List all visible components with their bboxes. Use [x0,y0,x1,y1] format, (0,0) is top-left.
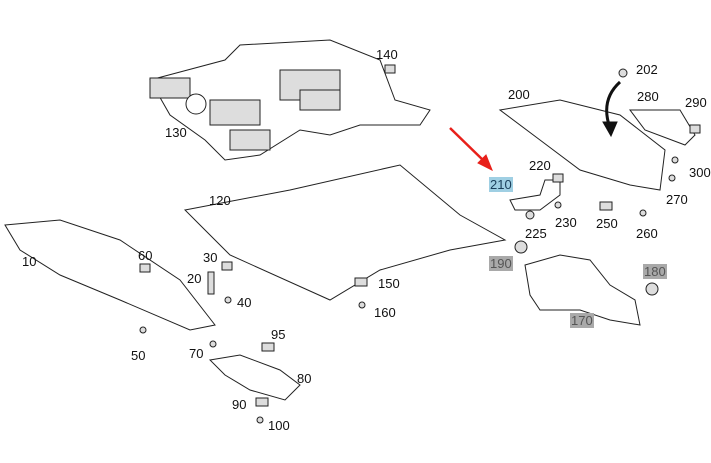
callout-160[interactable]: 160 [374,305,396,320]
callout-50[interactable]: 50 [131,348,146,363]
callout-180[interactable]: 180 [643,264,667,279]
callout-20[interactable]: 20 [187,271,202,286]
part-210-bracket[interactable] [509,179,561,211]
part-170-wheelarch-liner[interactable] [524,254,641,326]
callout-150[interactable]: 150 [378,276,400,291]
callout-30[interactable]: 30 [203,250,218,265]
callout-225[interactable]: 225 [525,226,547,241]
callout-270[interactable]: 270 [666,192,688,207]
callout-10[interactable]: 10 [22,254,37,269]
callout-90[interactable]: 90 [232,397,247,412]
callout-250[interactable]: 250 [596,216,618,231]
callout-70[interactable]: 70 [189,346,204,361]
callout-230[interactable]: 230 [555,215,577,230]
callout-120[interactable]: 120 [209,193,231,208]
callout-140[interactable]: 140 [376,47,398,62]
callout-260[interactable]: 260 [636,226,658,241]
callout-202[interactable]: 202 [636,62,658,77]
part-130-pads [149,69,341,151]
callout-190[interactable]: 190 [489,256,513,271]
callout-290[interactable]: 290 [685,95,707,110]
part-200-rear-panel[interactable] [498,99,666,191]
callout-60[interactable]: 60 [138,248,153,263]
part-280-bracket[interactable] [629,109,696,146]
fasteners [139,64,701,424]
callout-220[interactable]: 220 [529,158,551,173]
callout-280[interactable]: 280 [637,89,659,104]
black-curved-arrow [602,80,622,138]
part-80-shield[interactable] [208,354,301,401]
red-arrow [449,127,493,172]
callout-200[interactable]: 200 [508,87,530,102]
callout-210[interactable]: 210 [489,177,513,192]
callout-170[interactable]: 170 [570,313,594,328]
part-120-floor-panel[interactable] [183,164,507,301]
part-130-hole [185,93,207,115]
callout-40[interactable]: 40 [237,295,252,310]
callout-100[interactable]: 100 [268,418,290,433]
callout-95[interactable]: 95 [271,327,286,342]
callout-130[interactable]: 130 [165,125,187,140]
callout-300[interactable]: 300 [689,165,711,180]
part-10-front-panel[interactable] [4,219,216,331]
callout-80[interactable]: 80 [297,371,312,386]
